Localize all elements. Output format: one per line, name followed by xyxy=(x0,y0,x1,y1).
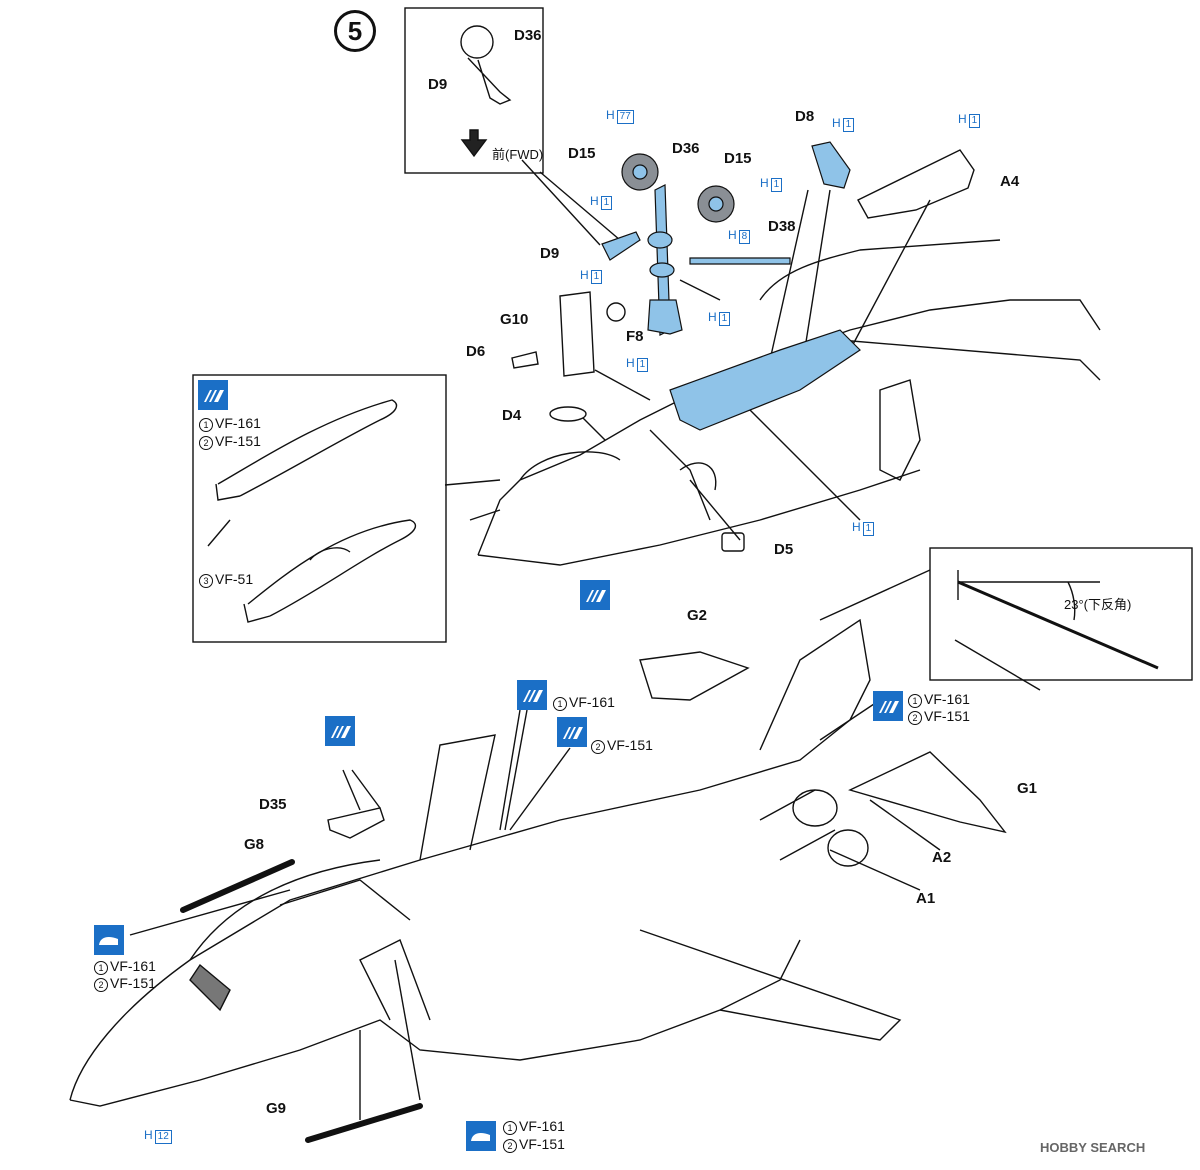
d8-part xyxy=(811,141,851,189)
label-d9-top: D9 xyxy=(428,76,448,93)
lower-wing-outline xyxy=(639,929,902,1041)
decal-icon xyxy=(557,717,587,747)
label-g1: G1 xyxy=(1017,780,1038,797)
label-d36-top: D36 xyxy=(514,27,542,44)
variant-inset-box xyxy=(192,374,447,643)
g1-part xyxy=(848,751,1007,834)
label-d36-mid: D36 xyxy=(672,140,700,157)
label-d8: D8 xyxy=(795,108,815,125)
d9-part xyxy=(601,231,641,261)
decal-icon xyxy=(198,380,228,410)
f8-part xyxy=(606,302,626,322)
angle-inset-box xyxy=(929,547,1193,681)
step-number: 5 xyxy=(334,10,376,52)
d6-part xyxy=(511,351,539,369)
angle-label: 23°(下反角) xyxy=(1064,597,1132,612)
label-g9: G9 xyxy=(266,1100,287,1117)
label-a1: A1 xyxy=(916,890,936,907)
g10-part xyxy=(559,291,595,377)
label-d5: D5 xyxy=(774,541,794,558)
decal-icon xyxy=(325,716,355,746)
canopy-decal-icon xyxy=(94,925,124,955)
canopy-decal-icon xyxy=(466,1121,496,1151)
fwd-arrow-icon xyxy=(460,129,488,158)
label-a4: A4 xyxy=(1000,173,1020,190)
decal-icon xyxy=(873,691,903,721)
decal-icon xyxy=(580,580,610,610)
d35-part xyxy=(327,807,385,839)
a4-part xyxy=(857,149,975,219)
label-a2: A2 xyxy=(932,849,952,866)
a2-nozzle-part xyxy=(792,789,838,827)
label-g2: G2 xyxy=(687,607,708,624)
label-d9-mid: D9 xyxy=(540,245,560,262)
a1-nozzle-part xyxy=(827,829,869,867)
label-d4: D4 xyxy=(502,407,522,424)
upper-fuselage-outline xyxy=(477,299,1101,556)
lower-fuselage-outline xyxy=(69,719,851,1101)
watermark: HOBBY SEARCH xyxy=(1040,1140,1146,1155)
vertical-tail-outline xyxy=(419,734,496,861)
fwd-inset-box xyxy=(404,7,544,174)
label-d15-right: D15 xyxy=(724,150,752,167)
h1-cockpit-tub-part xyxy=(669,329,861,431)
d9-strut-part xyxy=(467,57,512,105)
g8-part xyxy=(180,859,295,913)
d36-ball-part xyxy=(460,25,494,59)
label-d35: D35 xyxy=(259,796,287,813)
decal-icon xyxy=(517,680,547,710)
label-g10: G10 xyxy=(500,311,529,328)
label-f8: F8 xyxy=(626,328,644,345)
g2-part xyxy=(639,651,750,701)
label-d6: D6 xyxy=(466,343,486,360)
g9-part xyxy=(305,1103,423,1143)
d38-part xyxy=(689,257,791,265)
label-g8: G8 xyxy=(244,836,265,853)
label-d15-left: D15 xyxy=(568,145,596,162)
d5-part xyxy=(721,532,745,552)
label-d38: D38 xyxy=(768,218,796,235)
fwd-label: 前(FWD) xyxy=(492,147,544,162)
d4-part xyxy=(549,406,587,422)
